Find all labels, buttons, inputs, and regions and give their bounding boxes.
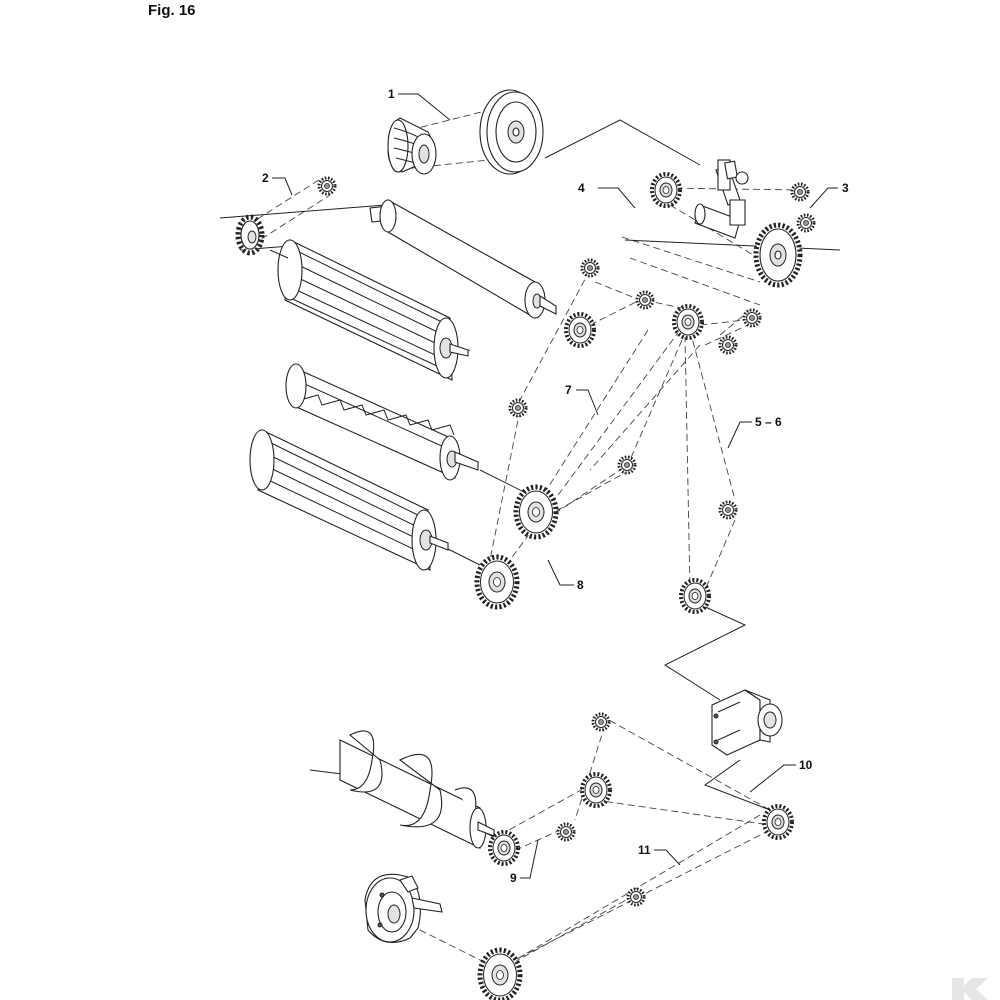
clutch-housing — [364, 873, 443, 944]
callout-5-6: 5 – 6 — [755, 415, 782, 429]
sprocket-8 — [477, 557, 517, 607]
gearbox-bracket — [711, 689, 783, 756]
sprocket-2 — [235, 214, 265, 256]
sprocket-4 — [650, 172, 682, 208]
serrated-roller — [285, 363, 479, 481]
sprocket-10 — [762, 804, 794, 840]
callout-1: 1 — [388, 87, 395, 101]
small-sprocket-3b — [796, 213, 816, 233]
small-sprocket-l — [556, 822, 576, 842]
small-sprocket-j — [591, 712, 611, 732]
k-arrow-logo-icon — [952, 978, 988, 1000]
sprocket-k — [580, 772, 612, 808]
callout-8: 8 — [577, 578, 584, 592]
sprocket-5-6 — [679, 578, 711, 614]
callout-11: 11 — [638, 843, 651, 857]
sprocket-11 — [480, 950, 520, 1000]
small-sprocket-g — [508, 398, 528, 418]
callout-3: 3 — [842, 181, 849, 195]
large-sprocket-3 — [753, 222, 803, 288]
tensioner-bracket — [694, 159, 749, 239]
chain-lines — [247, 105, 801, 976]
callout-10: 10 — [799, 758, 813, 772]
callout-4: 4 — [578, 181, 585, 195]
small-sprocket-c — [635, 290, 655, 310]
small-sprocket-2 — [317, 176, 337, 196]
figure-title: Fig. 16 — [148, 2, 196, 19]
callout-labels: 1 2 3 4 5 – 6 7 8 9 10 11 — [262, 87, 849, 885]
callout-leaders — [272, 93, 838, 879]
small-sprocket-f — [742, 308, 762, 328]
small-sprocket-m — [626, 887, 646, 907]
fluted-roller-upper — [269, 239, 469, 381]
callout-2: 2 — [262, 171, 269, 185]
callout-7: 7 — [565, 383, 572, 397]
small-sprocket-h — [617, 455, 637, 475]
sprocket-7 — [516, 487, 556, 537]
small-sprocket-e — [718, 335, 738, 355]
small-sprocket-i — [718, 500, 738, 520]
small-sprocket-3a — [790, 182, 810, 202]
sprocket-d — [672, 304, 704, 340]
sprocket-9 — [488, 830, 520, 866]
callout-9: 9 — [510, 871, 517, 885]
auger — [339, 730, 495, 849]
fluted-roller-lower — [249, 429, 449, 571]
large-pulley — [479, 89, 544, 175]
sprocket-b — [564, 312, 596, 348]
small-sprocket-a — [580, 258, 600, 278]
v-belt-pulley — [387, 117, 437, 175]
smooth-roller — [369, 199, 557, 319]
